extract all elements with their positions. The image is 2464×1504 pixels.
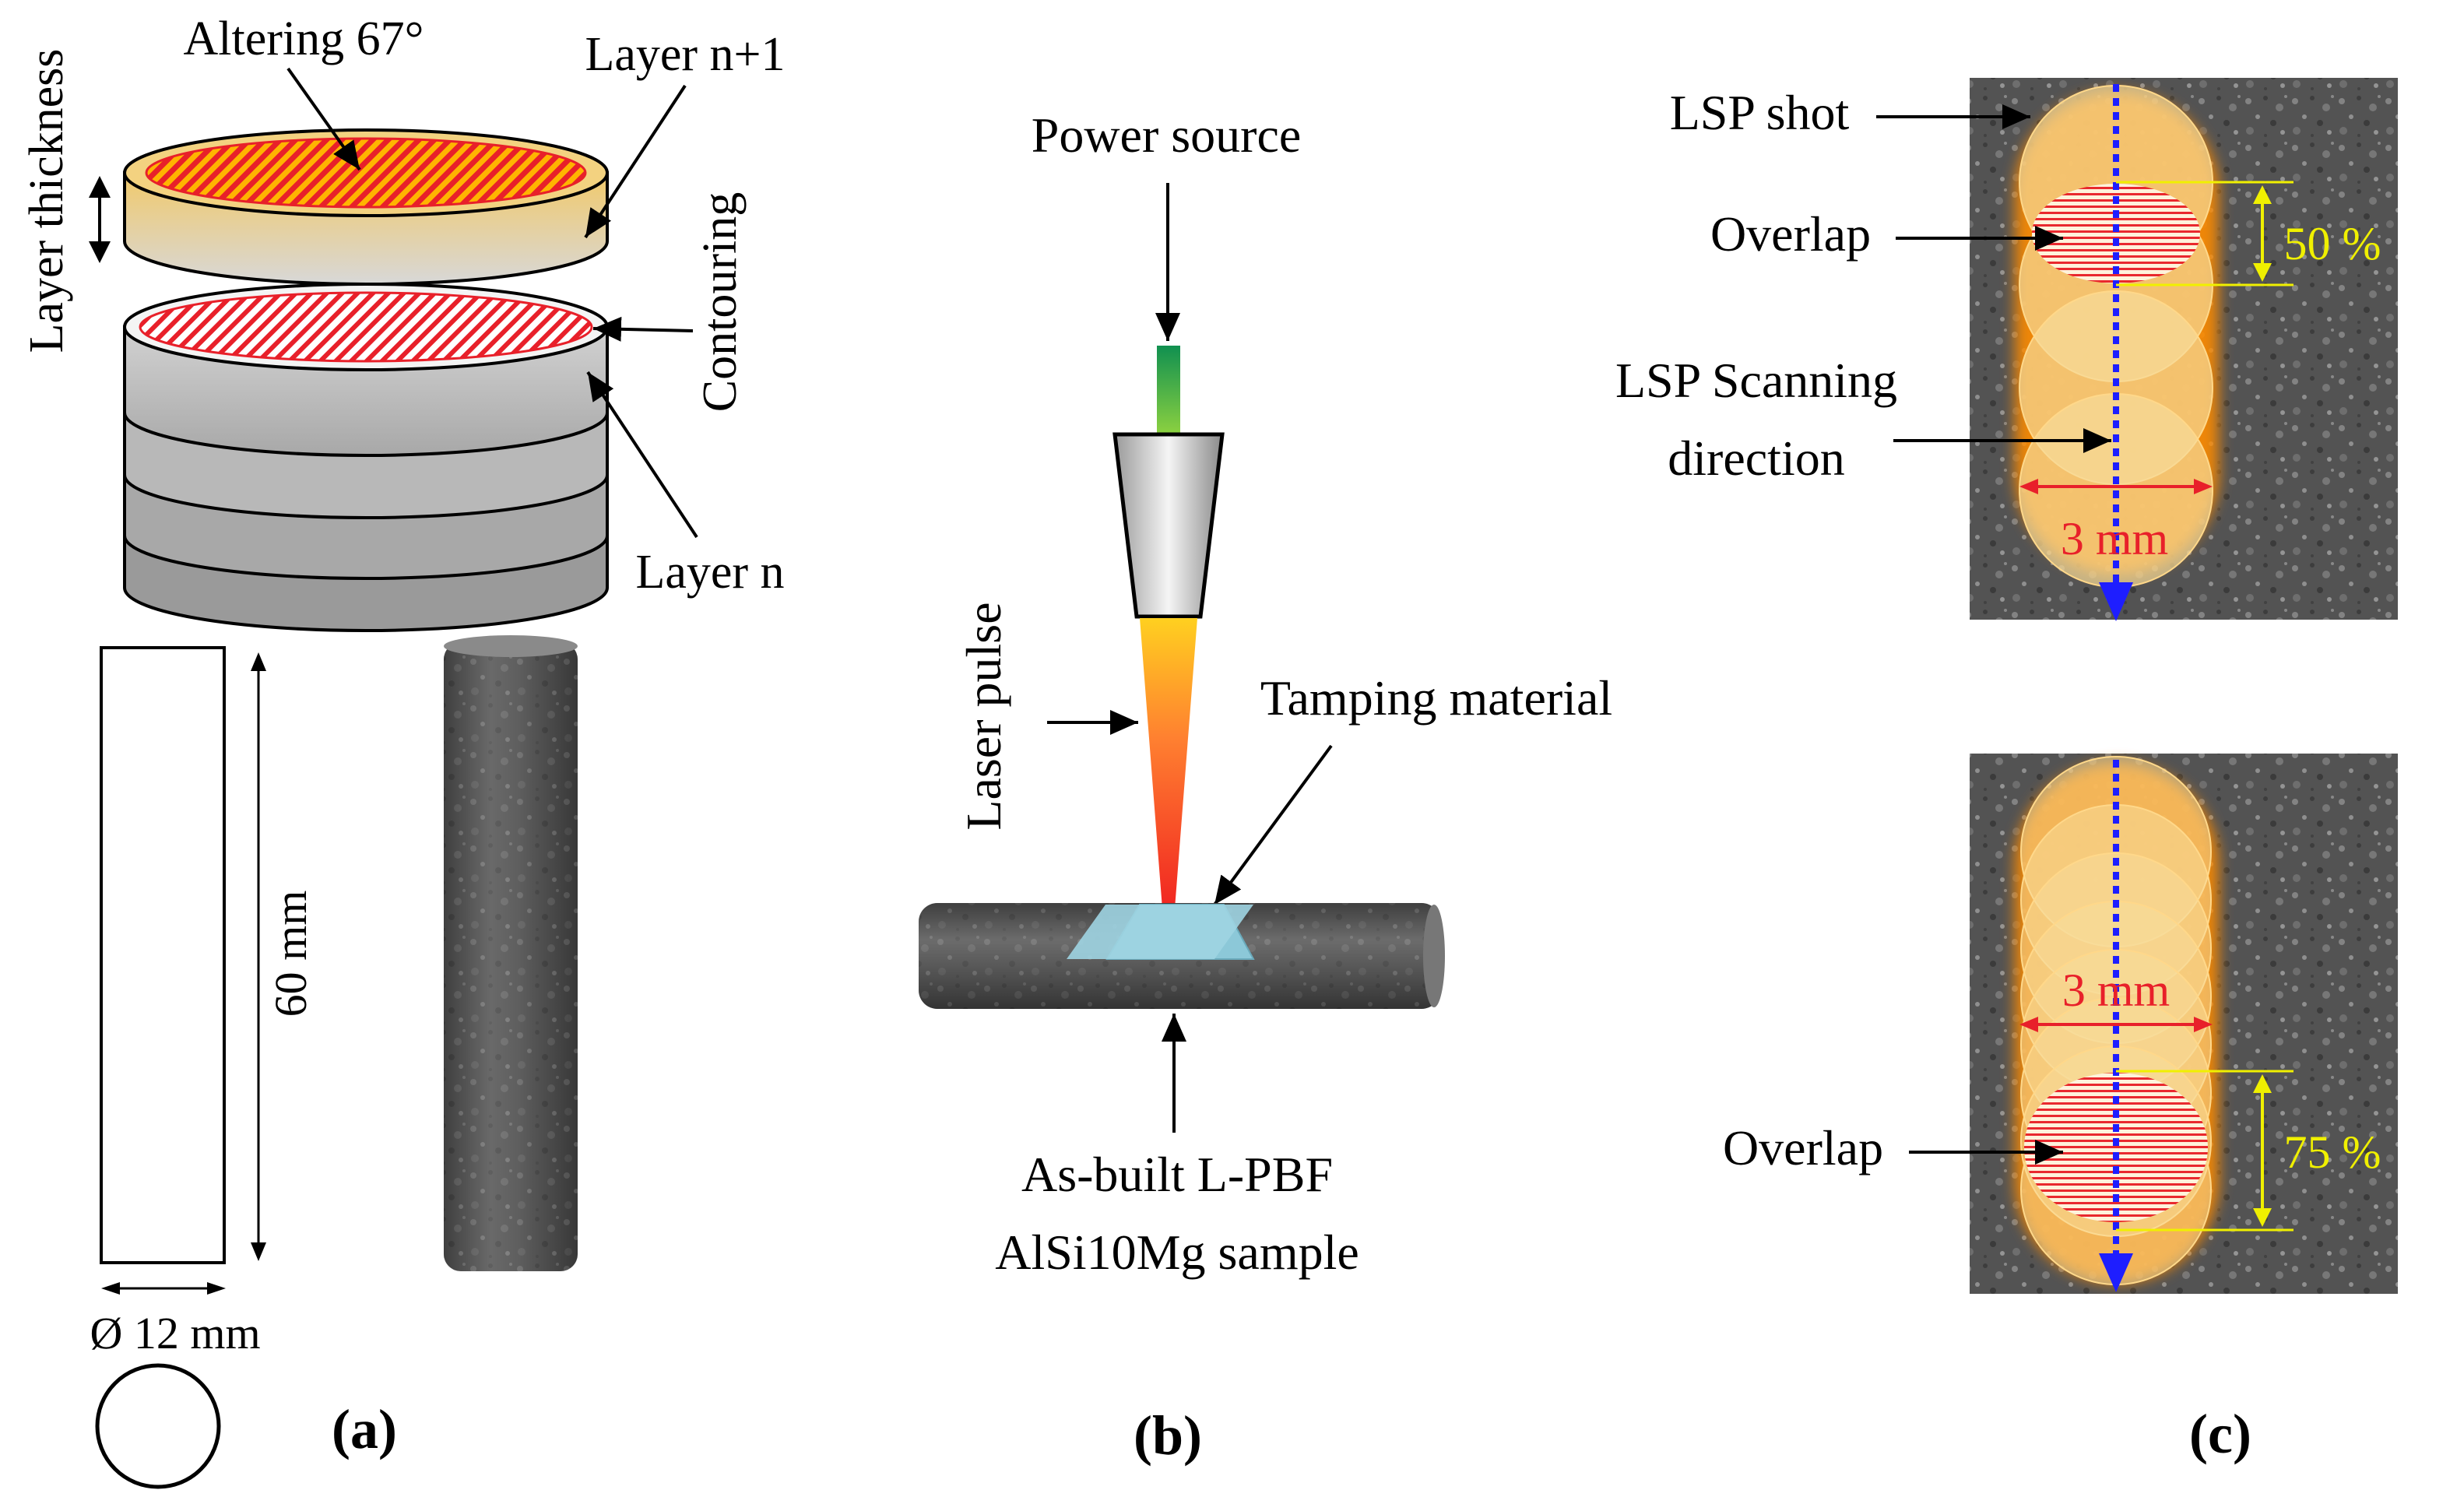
overlap-top-label: Overlap <box>1710 206 1871 262</box>
spot-size-bottom-label: 3 mm <box>2062 965 2170 1016</box>
panel-c-label: (c) <box>2189 1403 2251 1465</box>
scanning-label-line1: LSP Scanning <box>1615 353 1897 408</box>
layer-n-leader <box>586 371 698 539</box>
layer-stack <box>123 283 609 632</box>
panel-b-label: (b) <box>1134 1404 1202 1467</box>
panel-c: 50 % 3 mm LSP shot Overlap LSP Scanning … <box>1615 78 2398 1465</box>
layer-n-label: Layer n <box>635 546 784 599</box>
overlap-region-50 <box>2032 184 2200 283</box>
tamping-material-label: Tamping material <box>1260 670 1612 726</box>
micrograph-50pct: 50 % 3 mm <box>1970 78 2398 621</box>
layer-thickness-arrow-bottom <box>89 241 111 263</box>
laser-pulse-beam <box>1140 618 1197 919</box>
layer-thickness-arrow-top <box>89 176 111 198</box>
contouring-label: Contouring <box>694 192 747 412</box>
layer-n-plus-1-label: Layer n+1 <box>585 28 785 81</box>
tamping-material-leader <box>1213 744 1333 906</box>
overlap-bottom-label: Overlap <box>1723 1120 1883 1175</box>
contouring-leader <box>592 316 694 342</box>
laser-nozzle <box>1112 432 1225 619</box>
length-label: 60 mm <box>265 891 316 1017</box>
layer-n-plus-1-hatch <box>145 137 587 209</box>
altering-label: Altering 67° <box>184 12 424 65</box>
overlap-50-label: 50 % <box>2284 218 2381 269</box>
laser-pulse-label: Laser pulse <box>956 602 1011 830</box>
layer-n-plus-1-leader <box>584 84 687 239</box>
layer-thickness-label: Layer thickness <box>20 49 73 353</box>
specimen-outline <box>100 646 226 1264</box>
sample-label-line1: As-built L-PBF <box>1021 1147 1333 1202</box>
scanning-label-line2: direction <box>1668 430 1844 486</box>
sample-label-line2: AlSi10Mg sample <box>995 1225 1359 1280</box>
power-source-label: Power source <box>1032 107 1302 163</box>
panel-a-label: (a) <box>332 1398 397 1460</box>
layer-n-plus-1 <box>123 128 609 286</box>
panel-a: Altering 67° Layer n+1 Layer thickness C… <box>20 12 786 1489</box>
as-built-rod-photo <box>444 635 578 1271</box>
overlap-region-75 <box>2024 1073 2208 1222</box>
diameter-label: Ø 12 mm <box>90 1308 260 1358</box>
cross-section-circle <box>95 1363 221 1489</box>
spot-size-top-label: 3 mm <box>2061 513 2168 564</box>
altering-leader <box>286 67 361 171</box>
lsp-shot-label: LSP shot <box>1670 85 1850 140</box>
micrograph-75pct: 3 mm 75 % <box>1970 754 2398 1294</box>
panel-b: Power source Laser pulse Tamping materia… <box>919 107 1612 1467</box>
layer-n-hatch <box>139 291 593 363</box>
green-beam <box>1157 346 1180 433</box>
overlap-75-label: 75 % <box>2284 1126 2381 1178</box>
